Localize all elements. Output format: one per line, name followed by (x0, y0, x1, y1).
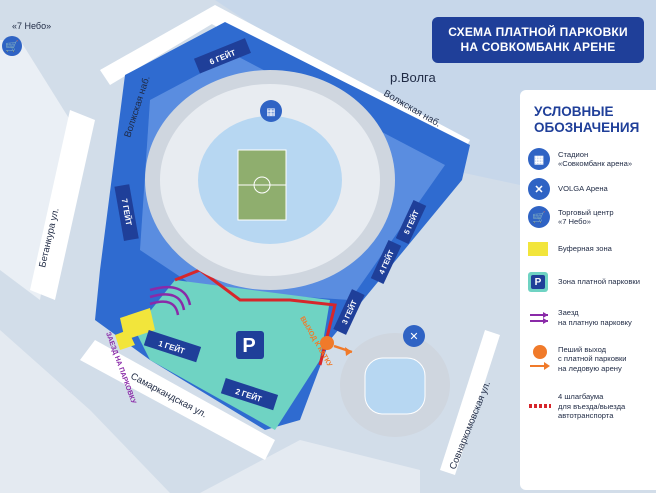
pedestrian-exit-icon (530, 345, 550, 370)
entry-arrow-icon (530, 311, 548, 324)
buffer-zone-2 (115, 330, 135, 350)
building-block-bottom-left (0, 330, 170, 493)
title-line-2: НА СОВКОМБАНК АРЕНЕ (460, 40, 616, 54)
legend-item-volga-arena: ✕ VOLGA Арена (528, 178, 654, 200)
gate-2[interactable]: 2 ГЕЙТ (220, 378, 279, 411)
hockey-glyph: ✕ (409, 330, 418, 343)
parking-zone (135, 280, 330, 430)
ice-rink (364, 357, 426, 415)
parking-zone-swatch: P (528, 272, 548, 292)
barrier-icon (529, 404, 551, 409)
legend-item-buffer-zone: Буферная зона (528, 242, 654, 256)
gate-1[interactable]: 1 ГЕЙТ (143, 330, 202, 363)
buffer-zone-swatch (528, 242, 548, 256)
pitch-center-circle (253, 176, 271, 194)
stadium-icon: ▦ (528, 148, 550, 170)
stadium-glyph: ▦ (266, 107, 275, 118)
stadium-icon-map (260, 100, 282, 122)
parking-sign (236, 331, 264, 359)
title-line-1: СХЕМА ПЛАТНОЙ ПАРКОВКИ (448, 25, 628, 39)
nebo-label: «7 Небо» (8, 21, 51, 31)
pedestrian-exit-marker (320, 336, 353, 356)
legend-item-parking-zone: P Зона платной парковки (528, 272, 654, 292)
road-left-upper (100, 5, 222, 85)
entry-arrows (149, 285, 192, 316)
legend-title: УСЛОВНЫЕ ОБОЗНАЧЕНИЯ (534, 104, 640, 135)
parking-barrier-line (174, 268, 337, 366)
building-block-left (0, 40, 70, 300)
building-block-bottom (200, 440, 420, 493)
parking-sign-letter: P (242, 335, 255, 357)
road-samarkandskaya (80, 340, 275, 460)
legend-item-mall: 🛒 Торговый центр«7 Небо» (528, 206, 654, 228)
legend-panel: УСЛОВНЫЕ ОБОЗНАЧЕНИЯ ▦ Стадион«Совкомбан… (520, 90, 656, 490)
road-betankura (30, 110, 95, 300)
title-banner: СХЕМА ПЛАТНОЙ ПАРКОВКИ НА СОВКОМБАНК АРЕ… (432, 17, 644, 63)
hockey-icon: ✕ (528, 178, 550, 200)
cart-legend-icon: 🛒 (528, 206, 550, 228)
cart-icon: 🛒 (2, 36, 22, 56)
river-volga-label: р.Волга (390, 70, 436, 85)
gate-7[interactable]: 7 ГЕЙТ (114, 184, 139, 241)
legend-item-stadium: ▦ Стадион«Совкомбанк арена» (528, 148, 654, 170)
hockey-icon-map (403, 325, 425, 347)
road-sovnarkomovskaya (440, 330, 500, 475)
nebo-label-text: «7 Небо» (12, 21, 52, 31)
